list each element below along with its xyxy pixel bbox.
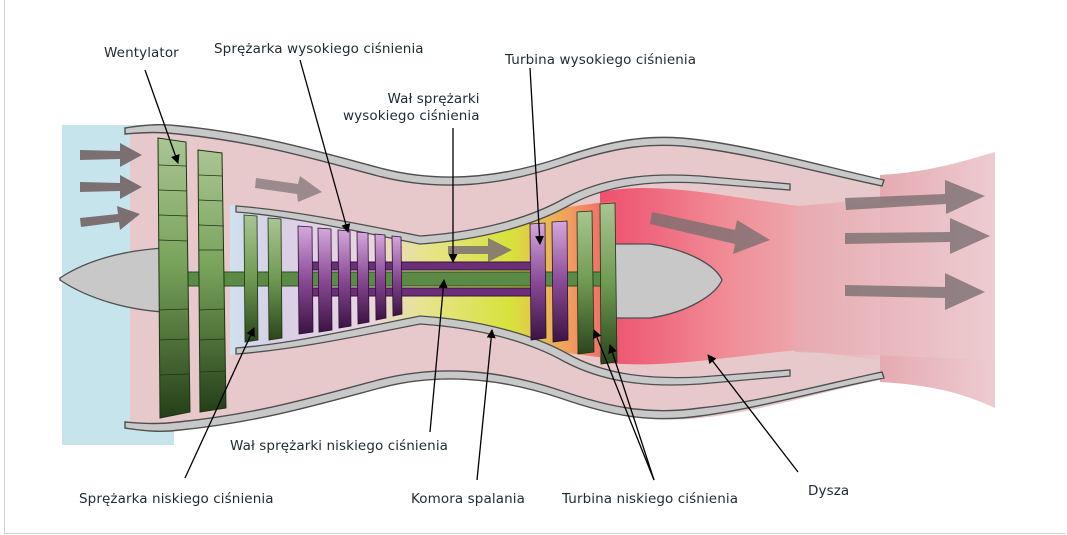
label-hp-turbine: Turbina wysokiego ciśnienia xyxy=(505,52,696,69)
hp-shaft xyxy=(300,262,545,270)
label-lp-turbine: Turbina niskiego ciśnienia xyxy=(562,491,738,508)
hp-shaft-lower xyxy=(300,288,545,296)
label-lp-shaft: Wał sprężarki niskiego ciśnienia xyxy=(230,438,448,455)
label-combustor: Komora spalania xyxy=(411,491,525,508)
label-hp-shaft: Wał sprężarki wysokiego ciśnienia xyxy=(343,91,480,125)
label-fan: Wentylator xyxy=(104,45,179,62)
label-lp-compressor: Sprężarka niskiego ciśnienia xyxy=(79,491,274,508)
label-hp-compressor: Sprężarka wysokiego ciśnienia xyxy=(214,41,424,58)
label-nozzle: Dysza xyxy=(808,483,849,500)
exhaust-mix xyxy=(795,198,995,360)
